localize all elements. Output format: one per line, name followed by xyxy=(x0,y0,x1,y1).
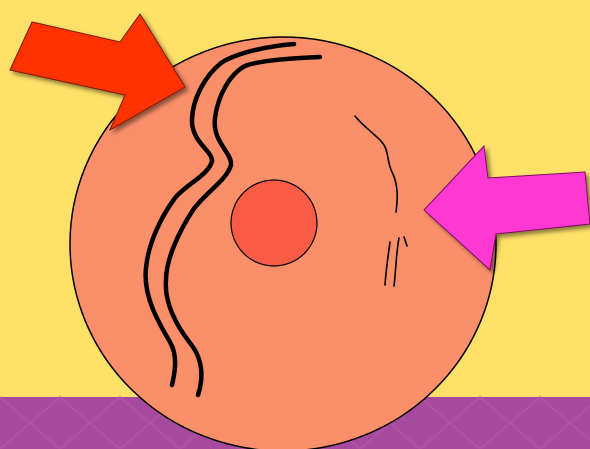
nucleus xyxy=(231,180,317,266)
